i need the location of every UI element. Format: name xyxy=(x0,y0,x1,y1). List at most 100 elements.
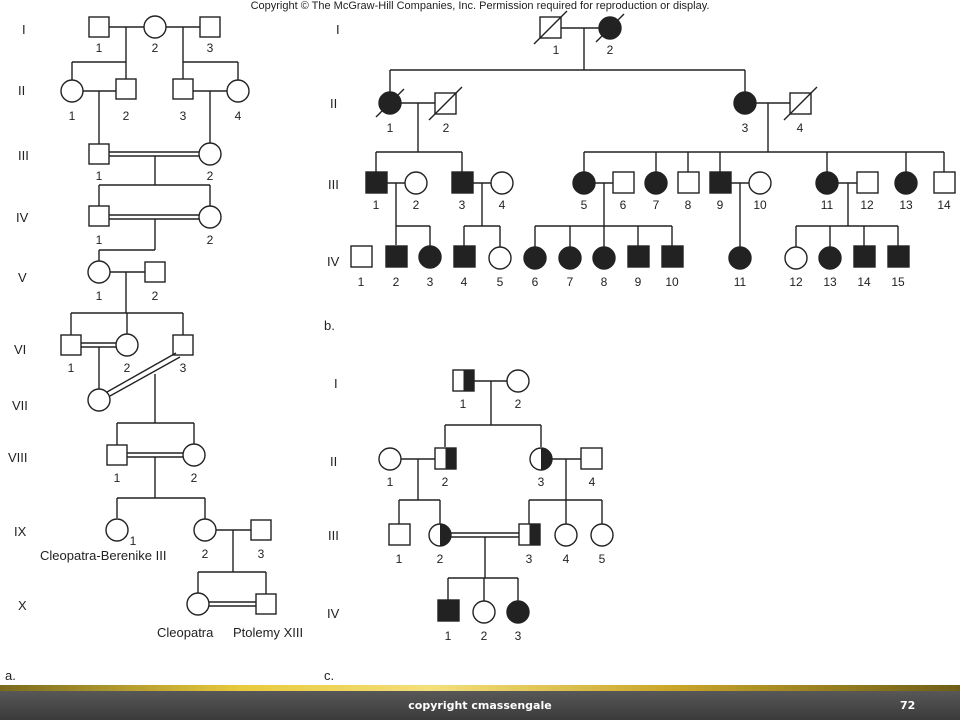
female-symbol-affected xyxy=(418,245,442,269)
individual-number: 1 xyxy=(114,471,121,485)
female-symbol-affected xyxy=(506,600,530,624)
individual-number: 2 xyxy=(152,41,159,55)
female-symbol xyxy=(490,171,514,195)
female-symbol xyxy=(193,518,217,542)
individual-number: 11 xyxy=(734,275,747,289)
gen-label: IV xyxy=(327,606,340,621)
individual-number: 3 xyxy=(180,109,187,123)
name-cleopatra: Cleopatra xyxy=(157,625,214,640)
individual-number: 2 xyxy=(443,121,450,135)
individual-number: 12 xyxy=(860,198,874,212)
gen-label: II xyxy=(330,96,337,111)
male-symbol-affected xyxy=(661,245,684,268)
individual-number: 1 xyxy=(373,198,380,212)
individual-number: 4 xyxy=(499,198,506,212)
individual-number: 2 xyxy=(393,275,400,289)
female-symbol xyxy=(784,246,808,270)
female-symbol-affected xyxy=(572,171,596,195)
name-cleopatra-berenike: Cleopatra-Berenike III xyxy=(40,548,166,563)
male-symbol xyxy=(172,334,194,356)
male-symbol xyxy=(856,171,879,194)
individual-number: 3 xyxy=(180,361,187,375)
individual-number: 2 xyxy=(207,233,214,247)
male-symbol xyxy=(677,171,700,194)
individual-number: 6 xyxy=(620,198,627,212)
individual-number: 1 xyxy=(445,629,452,643)
individual-number: 1 xyxy=(460,397,467,411)
panel-label-c: c. xyxy=(324,668,334,683)
individual-number: 5 xyxy=(599,552,606,566)
female-symbol xyxy=(590,523,614,547)
individual-number: 1 xyxy=(96,289,103,303)
panel-label-a: a. xyxy=(5,668,16,683)
gen-label: VII xyxy=(12,398,28,413)
gen-label: I xyxy=(336,22,340,37)
male-symbol-affected xyxy=(437,599,460,622)
name-ptolemy: Ptolemy XIII xyxy=(233,625,303,640)
male-symbol xyxy=(612,171,635,194)
male-symbol xyxy=(60,334,82,356)
gen-label: VIII xyxy=(8,450,28,465)
male-symbol xyxy=(106,444,128,466)
individual-number: 1 xyxy=(358,275,365,289)
pedigree-b: I II III IV xyxy=(324,10,956,333)
male-symbol-affected xyxy=(451,171,474,194)
female-symbol xyxy=(198,142,222,166)
male-symbol xyxy=(580,447,603,470)
individual-number: 5 xyxy=(581,198,588,212)
female-symbol xyxy=(472,600,496,624)
individual-number: 12 xyxy=(789,275,803,289)
individual-number: 7 xyxy=(567,275,574,289)
individual-number: 3 xyxy=(258,547,265,561)
individual-number: 1 xyxy=(68,361,75,375)
gen-label: IV xyxy=(16,210,29,225)
male-symbol xyxy=(350,245,373,268)
female-symbol xyxy=(748,171,772,195)
male-symbol xyxy=(933,171,956,194)
individual-number: 9 xyxy=(717,198,724,212)
individual-number: 4 xyxy=(797,121,804,135)
female-symbol xyxy=(87,260,111,284)
female-symbol xyxy=(488,246,512,270)
individual-number: 9 xyxy=(635,275,642,289)
individual-number: 2 xyxy=(152,289,159,303)
female-symbol xyxy=(182,443,206,467)
individual-number: 1 xyxy=(96,233,103,247)
gen-label: III xyxy=(18,148,29,163)
individual-number: 2 xyxy=(607,43,614,57)
individual-number: 3 xyxy=(742,121,749,135)
female-symbol-affected xyxy=(592,246,616,270)
male-symbol xyxy=(388,523,411,546)
individual-number: 1 xyxy=(553,43,560,57)
individual-number: 1 xyxy=(387,121,394,135)
individual-number: 14 xyxy=(857,275,871,289)
individual-number: 2 xyxy=(123,109,130,123)
gen-label: VI xyxy=(14,342,26,357)
individual-number: 2 xyxy=(202,547,209,561)
male-symbol xyxy=(199,16,221,38)
individual-number: 14 xyxy=(937,198,951,212)
individual-number: 2 xyxy=(437,552,444,566)
female-symbol xyxy=(143,15,167,39)
pedigree-c: I II III IV xyxy=(324,369,614,683)
individual-number: 3 xyxy=(207,41,214,55)
female-symbol xyxy=(186,592,210,616)
female-symbol-affected xyxy=(815,171,839,195)
gen-label: X xyxy=(18,598,27,613)
individual-number: 2 xyxy=(207,169,214,183)
female-symbol-affected xyxy=(733,91,757,115)
individual-number: 3 xyxy=(427,275,434,289)
pedigree-a: I II III IV V VI VII VIII IX X xyxy=(5,15,303,683)
slide-number: 72 xyxy=(900,699,916,712)
male-symbol xyxy=(144,261,166,283)
gen-label: I xyxy=(22,22,26,37)
female-symbol-affected xyxy=(894,171,918,195)
gen-label: V xyxy=(18,270,27,285)
male-symbol xyxy=(88,143,110,165)
individual-number: 11 xyxy=(821,198,834,212)
male-symbol-affected xyxy=(365,171,388,194)
male-symbol xyxy=(250,519,272,541)
female-symbol-affected xyxy=(728,246,752,270)
female-symbol xyxy=(226,79,250,103)
gen-label: I xyxy=(334,376,338,391)
